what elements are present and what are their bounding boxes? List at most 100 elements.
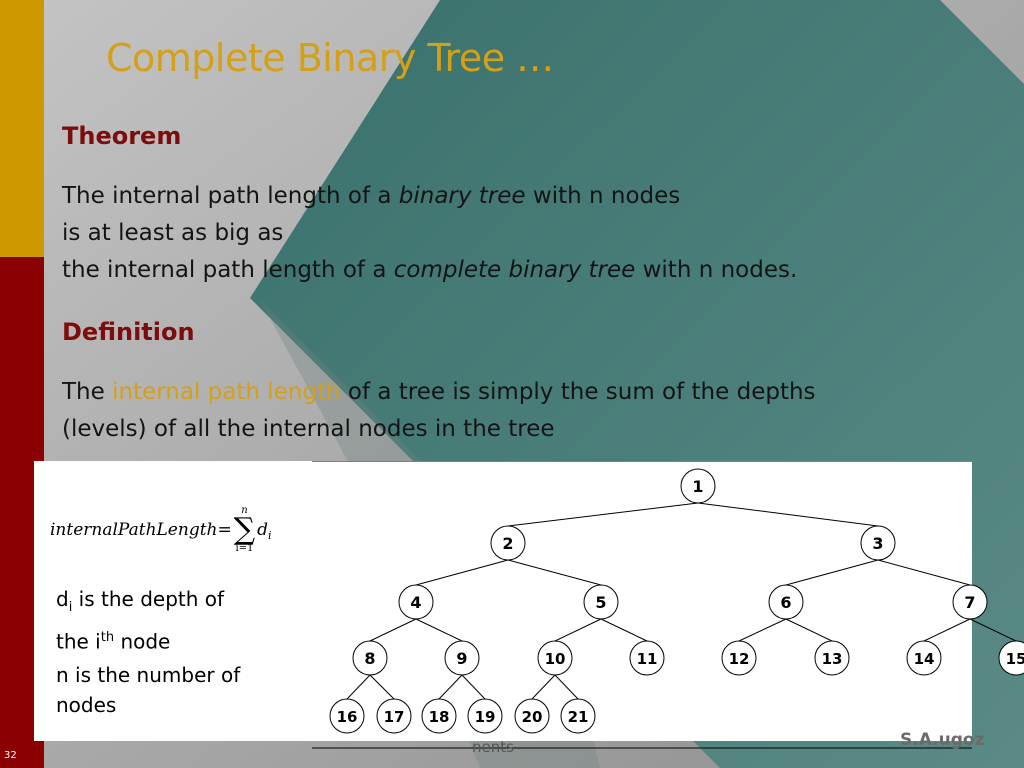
tree-edge-10-20 — [531, 674, 556, 700]
tree-node-circle — [629, 640, 665, 676]
tree-edge-7-14 — [923, 618, 971, 642]
tree-node-circle — [398, 584, 434, 620]
tree-node-4: 4 — [398, 584, 434, 620]
tree-node-20: 20 — [514, 698, 550, 734]
tree-node-circle — [998, 640, 1024, 676]
tree-node-circle — [514, 698, 550, 734]
tree-node-circle — [721, 640, 757, 676]
tree-node-14: 14 — [906, 640, 942, 676]
tree-node-label: 11 — [637, 650, 658, 668]
tree-node-label: 21 — [568, 708, 589, 726]
tree-node-circle — [814, 640, 850, 676]
tree-node-1: 1 — [680, 468, 716, 504]
tree-node-circle — [952, 584, 988, 620]
tree-node-label: 16 — [337, 708, 358, 726]
internal-path-length-formula: internalPathLength= n ∑ i=1 di — [50, 505, 272, 554]
tree-node-circle — [680, 468, 716, 504]
tree-node-9: 9 — [444, 640, 480, 676]
tree-node-label: 1 — [692, 477, 703, 496]
tree-node-circle — [352, 640, 388, 676]
theorem-heading: Theorem — [62, 122, 182, 150]
tree-edge-4-9 — [415, 618, 463, 642]
tree-edge-1-3 — [697, 502, 879, 527]
tree-node-5: 5 — [583, 584, 619, 620]
tree-node-circle — [376, 698, 412, 734]
footer-author: S.A.ugoz — [900, 730, 985, 750]
tree-node-label: 9 — [456, 649, 467, 668]
tree-node-circle — [490, 525, 526, 561]
tree-node-label: 5 — [595, 593, 606, 612]
tree-node-circle — [329, 698, 365, 734]
tree-node-label: 12 — [729, 650, 750, 668]
tree-node-label: 20 — [522, 708, 543, 726]
tree-node-11: 11 — [629, 640, 665, 676]
tree-edge-5-11 — [600, 618, 648, 642]
tree-node-label: 8 — [364, 649, 375, 668]
tree-edge-5-10 — [554, 618, 602, 642]
tree-node-21: 21 — [560, 698, 596, 734]
definition-heading: Definition — [62, 318, 195, 346]
tree-node-circle — [421, 698, 457, 734]
tree-node-label: 4 — [410, 593, 421, 612]
tree-node-label: 14 — [914, 650, 935, 668]
tree-node-label: 17 — [384, 708, 405, 726]
tree-node-label: 7 — [964, 593, 975, 612]
tree-node-label: 6 — [780, 593, 791, 612]
tree-node-label: 13 — [822, 650, 843, 668]
theorem-text: The internal path length of a binary tre… — [62, 178, 797, 289]
left-bar-gold — [0, 0, 44, 257]
tree-edge-4-8 — [369, 618, 417, 642]
tree-node-circle — [537, 640, 573, 676]
tree-node-15: 15 — [998, 640, 1024, 676]
tree-edge-3-7 — [877, 559, 971, 586]
tree-edge-8-16 — [346, 674, 371, 700]
tree-node-circle — [583, 584, 619, 620]
tree-node-12: 12 — [721, 640, 757, 676]
tree-edge-7-15 — [969, 618, 1017, 642]
tree-edge-9-19 — [461, 674, 486, 700]
tree-node-17: 17 — [376, 698, 412, 734]
slide-number: 32 — [4, 750, 17, 761]
tree-node-10: 10 — [537, 640, 573, 676]
tree-edge-10-21 — [554, 674, 579, 700]
tree-node-circle — [860, 525, 896, 561]
tree-node-label: 15 — [1006, 650, 1024, 668]
tree-node-label: 10 — [545, 650, 566, 668]
footer-center-text: nents — [472, 738, 514, 756]
tree-node-circle — [768, 584, 804, 620]
tree-node-2: 2 — [490, 525, 526, 561]
definition-line-2: (levels) of all the internal nodes in th… — [62, 416, 555, 442]
formula-panel — [34, 461, 312, 741]
definition-text: The internal path length of a tree is si… — [62, 374, 816, 448]
tree-node-label: 19 — [475, 708, 496, 726]
theorem-line-1: The internal path length of a binary tre… — [62, 183, 681, 209]
tree-edge-2-4 — [415, 559, 509, 586]
tree-edge-2-5 — [507, 559, 602, 586]
tree-node-circle — [560, 698, 596, 734]
tree-edge-8-17 — [369, 674, 395, 700]
tree-node-circle — [467, 698, 503, 734]
depth-note: di is the depth of the ith node — [56, 587, 225, 654]
tree-node-label: 2 — [502, 534, 513, 553]
tree-node-label: 3 — [872, 534, 883, 553]
tree-node-18: 18 — [421, 698, 457, 734]
tree-node-16: 16 — [329, 698, 365, 734]
tree-edge-9-18 — [438, 674, 463, 700]
theorem-line-2: is at least as big as — [62, 220, 284, 246]
tree-node-6: 6 — [768, 584, 804, 620]
tree-edge-6-13 — [785, 618, 833, 642]
tree-node-3: 3 — [860, 525, 896, 561]
tree-node-circle — [906, 640, 942, 676]
theorem-line-3: the internal path length of a complete b… — [62, 257, 798, 283]
tree-node-13: 13 — [814, 640, 850, 676]
tree-edge-3-6 — [785, 559, 879, 586]
definition-line-1: The internal path length of a tree is si… — [62, 379, 816, 405]
tree-edge-1-2 — [507, 502, 699, 527]
tree-node-19: 19 — [467, 698, 503, 734]
tree-edge-6-12 — [738, 618, 787, 642]
tree-node-label: 18 — [429, 708, 450, 726]
slide-title: Complete Binary Tree … — [106, 36, 554, 80]
tree-node-8: 8 — [352, 640, 388, 676]
tree-node-circle — [444, 640, 480, 676]
